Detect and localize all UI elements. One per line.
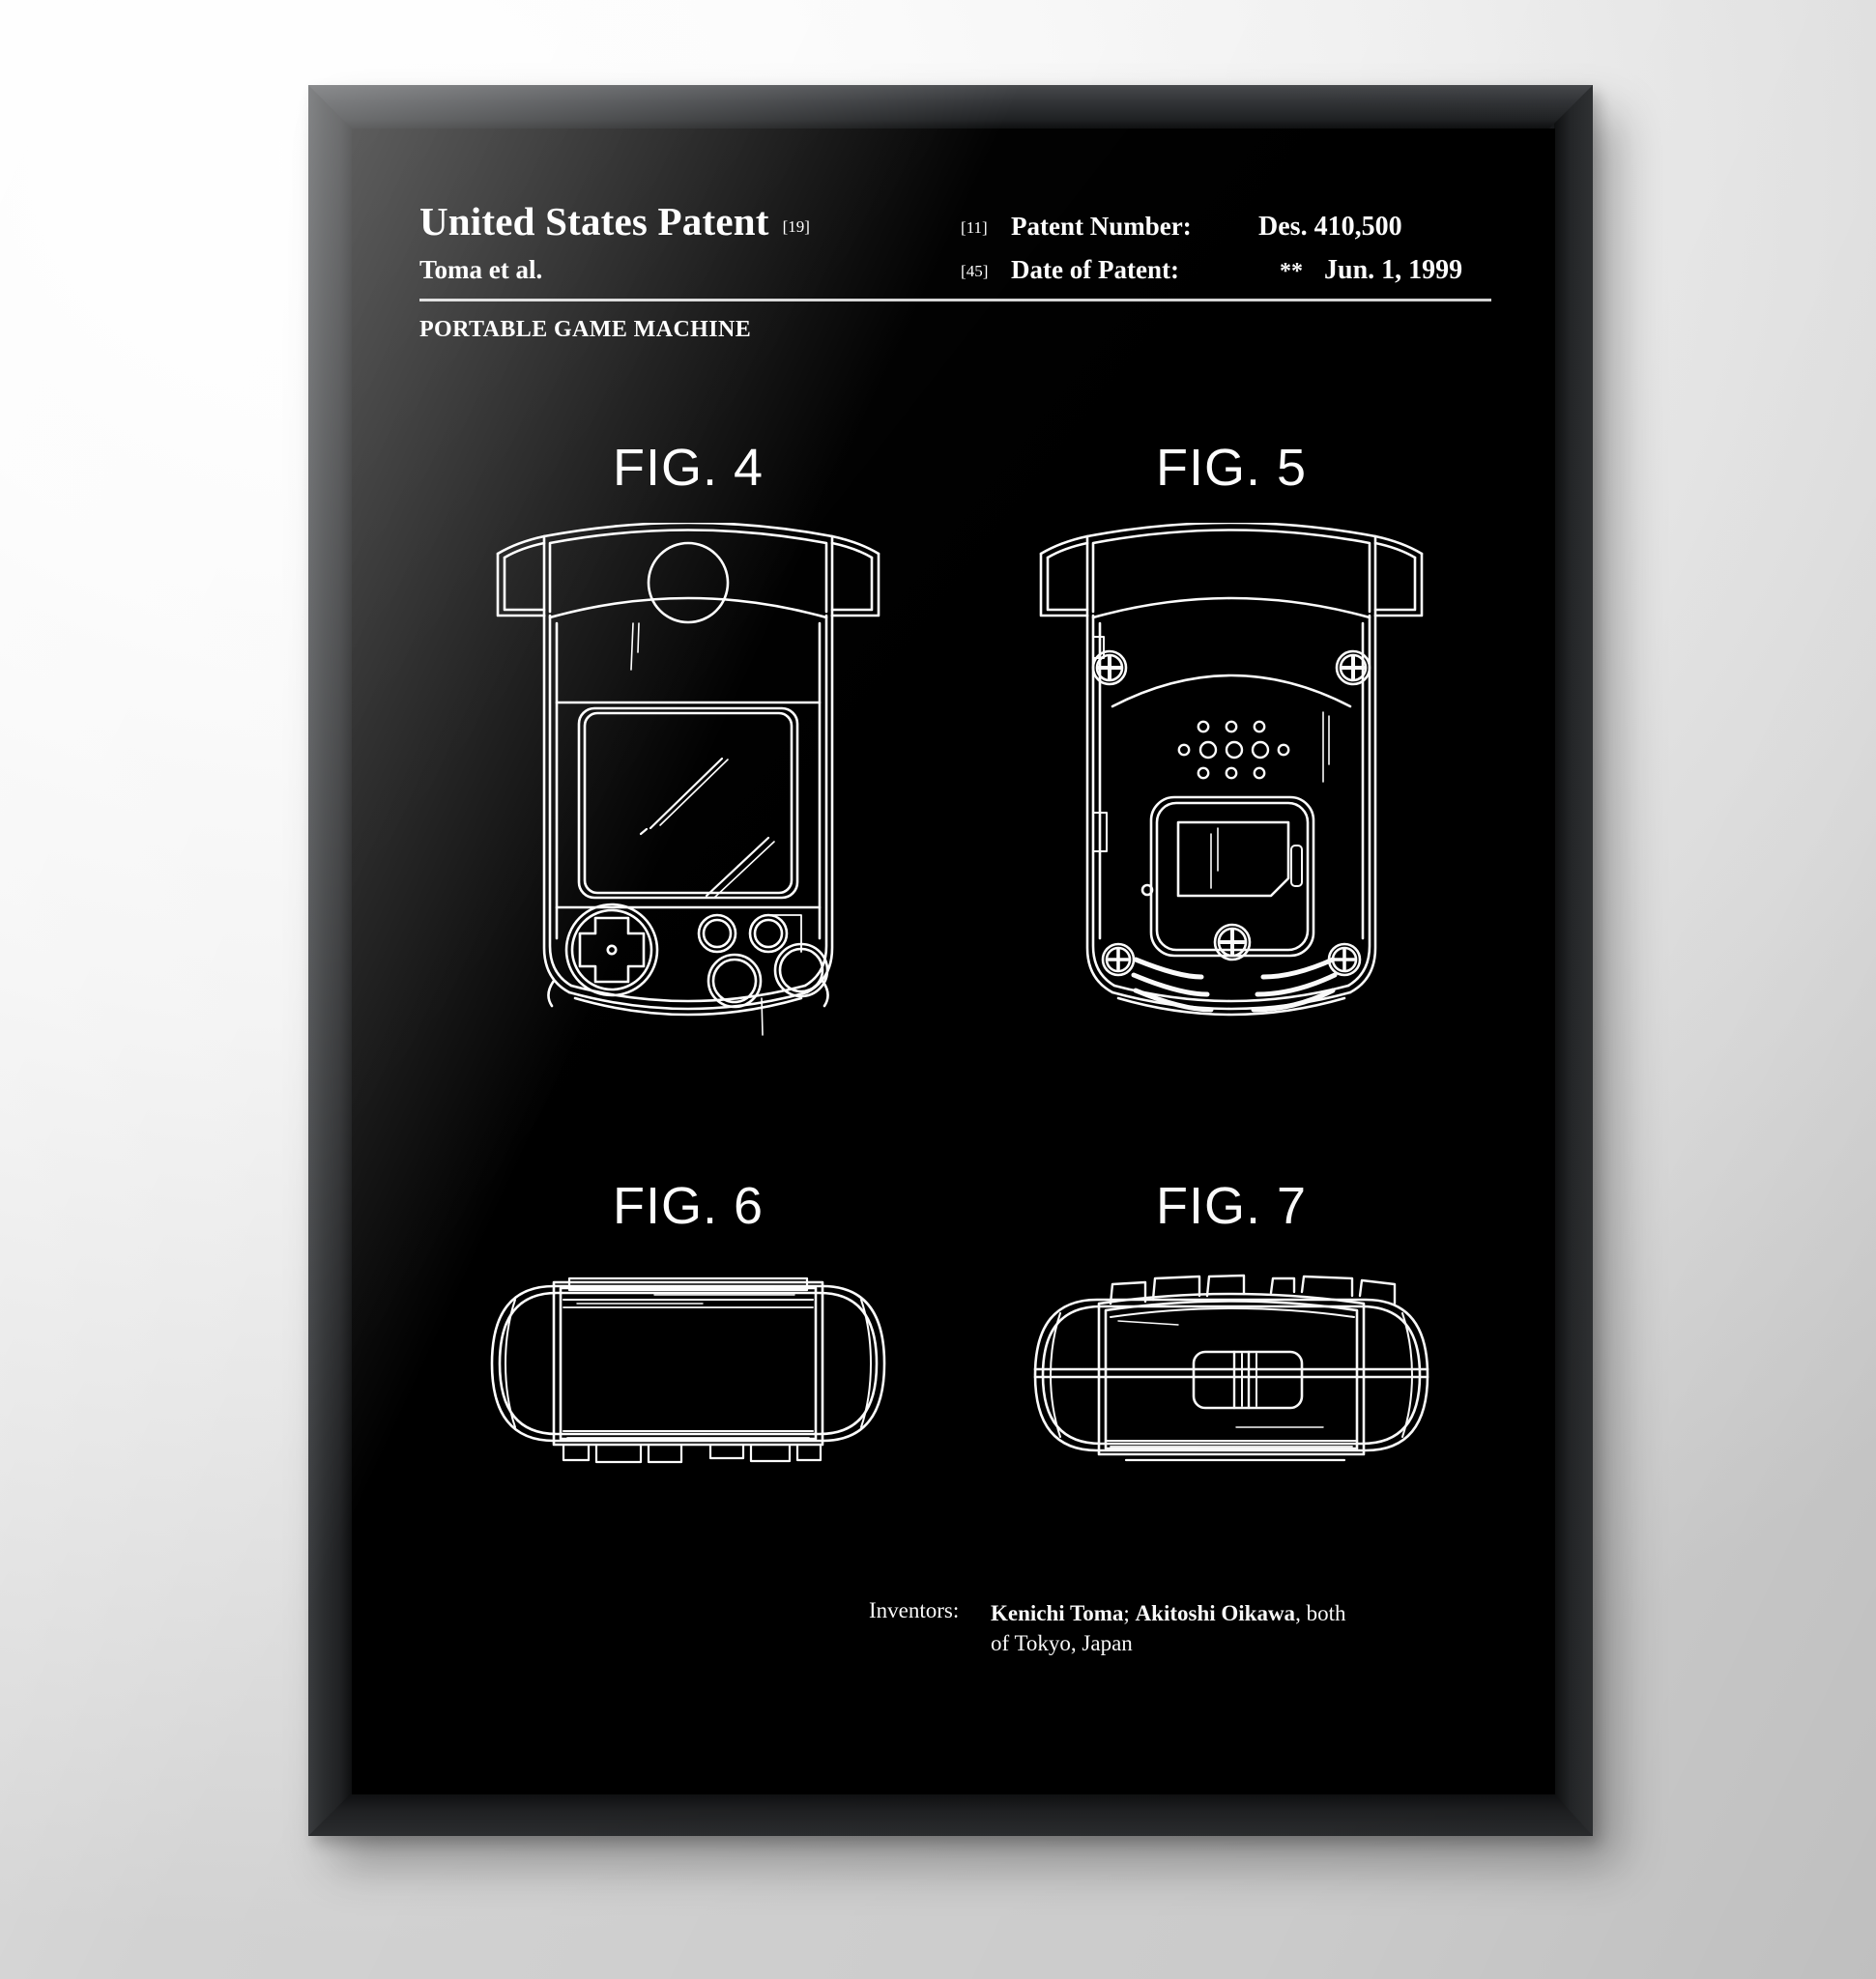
date-of-patent-value: Jun. 1, 1999 (1324, 255, 1463, 285)
frame-bevel-right (1554, 85, 1593, 1836)
picture-frame: United States Patent [19] [11] Patent Nu… (308, 85, 1593, 1836)
term-extension-asterisks: ** (1280, 259, 1304, 284)
figure-art-wrap-fig4 (437, 523, 939, 1103)
figure-art-wrap-fig6 (437, 1261, 939, 1474)
header-office-group: United States Patent [19] (419, 198, 961, 244)
fig5-rear-elevation-drawing (1039, 523, 1424, 1017)
office-reference-code: [19] (782, 217, 810, 236)
header-row-secondary: Toma et al. [45] Date of Patent: ** Jun.… (419, 255, 1491, 286)
patent-number-label: Patent Number: (1011, 212, 1192, 241)
inventors-location: of Tokyo, Japan (991, 1631, 1133, 1656)
frame-bevel-left (308, 85, 353, 1836)
figure-fig4: FIG. 4 (437, 438, 939, 1103)
inventors-text: Kenichi Toma; Akitoshi Oikawa, both of To… (991, 1598, 1345, 1659)
inventors-label: Inventors: (869, 1597, 960, 1622)
fig6-top-plan-drawing (490, 1276, 886, 1464)
invention-title: PORTABLE GAME MACHINE (419, 317, 752, 342)
patent-office-title: United States Patent (419, 199, 769, 244)
inventors-block: Inventors: Kenichi Toma; Akitoshi Oikawa… (869, 1598, 1487, 1659)
figures-area: FIG. 4 (419, 382, 1491, 1740)
date-reference-code: [45] (961, 262, 989, 280)
patent-page: United States Patent [19] [11] Patent Nu… (419, 198, 1491, 1740)
inventor-name-2: Akitoshi Oikawa (1135, 1600, 1296, 1625)
header-patent-number-group: [11] Patent Number: Des. 410,500 (961, 212, 1491, 243)
inventors-suffix: , both (1295, 1600, 1346, 1625)
figure-fig5: FIG. 5 (980, 438, 1483, 1103)
inventor-separator: ; (1123, 1600, 1136, 1625)
frame-bevel-top (308, 85, 1593, 129)
date-of-patent-label: Date of Patent: (1011, 255, 1179, 284)
patent-poster: United States Patent [19] [11] Patent Nu… (352, 129, 1555, 1794)
fig4-front-elevation-drawing (496, 523, 880, 1036)
figure-label-fig5: FIG. 5 (1155, 439, 1308, 497)
figure-fig7: FIG. 7 (980, 1176, 1483, 1474)
fig7-bottom-plan-drawing (1033, 1274, 1429, 1462)
header-row-primary: United States Patent [19] [11] Patent Nu… (419, 198, 1491, 244)
figure-label-fig7: FIG. 7 (1155, 1177, 1308, 1235)
inventor-name-1: Kenichi Toma (991, 1600, 1124, 1625)
header-authors-group: Toma et al. (419, 255, 961, 285)
figure-label-fig4: FIG. 4 (612, 439, 765, 497)
figure-label-fig6: FIG. 6 (612, 1177, 765, 1235)
figure-art-wrap-fig5 (980, 523, 1483, 1103)
frame-bevel-bottom (308, 1793, 1593, 1836)
figure-art-wrap-fig7 (980, 1261, 1483, 1474)
header-date-group: [45] Date of Patent: ** Jun. 1, 1999 (961, 255, 1491, 286)
patent-authors: Toma et al. (419, 255, 543, 284)
patent-number-reference-code: [11] (961, 218, 988, 237)
header-divider-rule (419, 299, 1491, 301)
patent-header: United States Patent [19] [11] Patent Nu… (419, 198, 1491, 343)
patent-number-value: Des. 410,500 (1258, 212, 1402, 242)
figure-fig6: FIG. 6 (437, 1176, 939, 1474)
